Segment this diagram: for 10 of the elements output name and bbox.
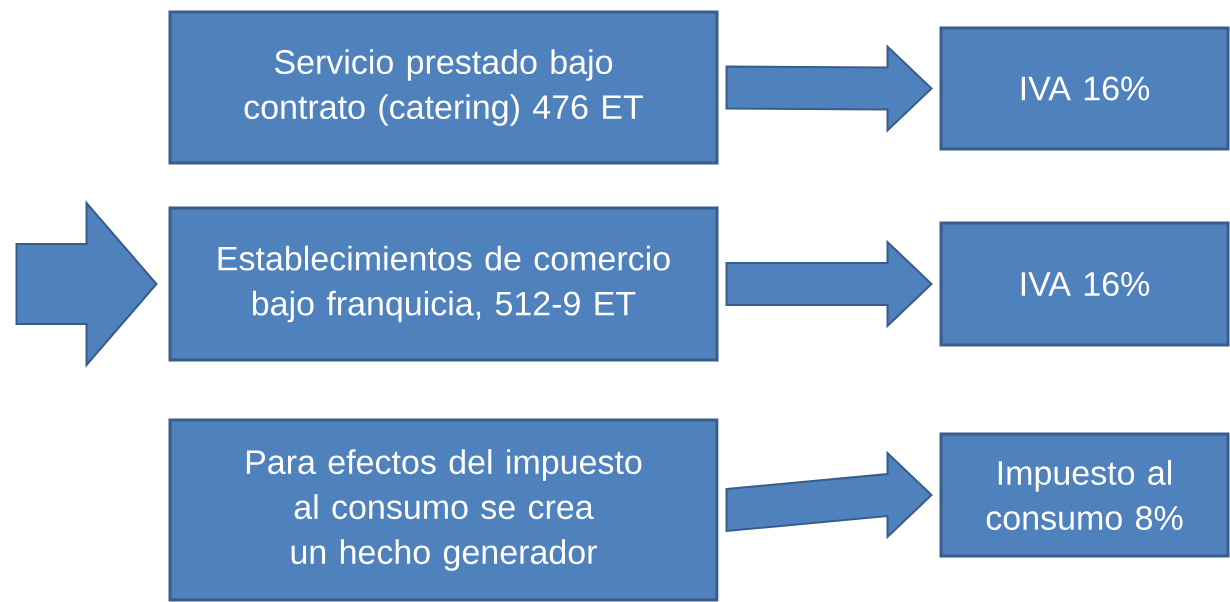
block-arrow <box>15 200 158 368</box>
process-box: Impuesto al consumo 8% <box>939 432 1230 558</box>
block-arrow <box>725 239 933 329</box>
process-box: Para efectos del impuesto al consumo se crea un hecho generador <box>168 418 719 602</box>
process-box: IVA 16% <box>939 26 1230 151</box>
process-box: Establecimientos de comercio bajo franquicia, 512-9 ET <box>168 206 719 362</box>
block-arrow <box>725 450 933 540</box>
block-arrow <box>725 44 933 133</box>
process-box: Servicio prestado bajo contrato (catering) 476 ET <box>168 10 719 165</box>
process-box: IVA 16% <box>939 221 1230 347</box>
